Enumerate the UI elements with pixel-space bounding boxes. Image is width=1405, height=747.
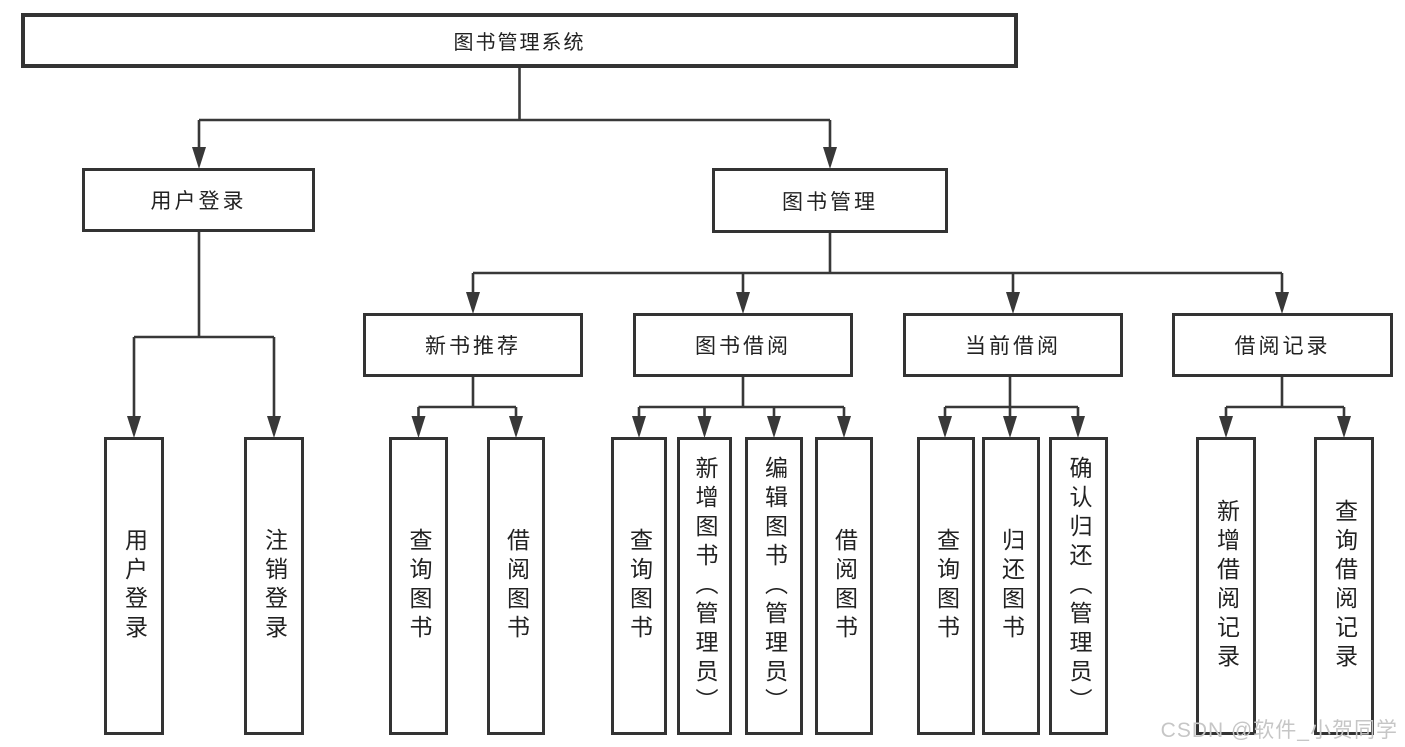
node-label: 图书借阅: [695, 335, 791, 358]
leaf-add-books-admin: 新增图书（管理员）: [677, 437, 732, 735]
node-label: 查询借阅记录: [1331, 499, 1358, 673]
node-label: 借阅图书: [503, 528, 530, 644]
leaf-user-login: 用户登录: [104, 437, 164, 735]
node-label: 图书管理系统: [453, 32, 586, 54]
node-label: 用户登录: [150, 190, 247, 213]
connector-new-book-branch: [417, 377, 518, 420]
node-label: 借阅记录: [1234, 335, 1331, 358]
node-book-management: 图书管理: [712, 168, 948, 233]
leaf-return-books: 归还图书: [982, 437, 1040, 735]
arrow-down-icon: [1006, 292, 1020, 314]
node-label: 查询图书: [933, 528, 960, 644]
node-label: 图书管理: [782, 190, 878, 214]
arrow-down-icon: [1337, 416, 1351, 438]
arrow-down-icon: [823, 147, 837, 169]
arrow-down-icon: [466, 292, 480, 314]
connector-records-branch: [1224, 377, 1346, 420]
connector-user-login-branch: [132, 232, 276, 420]
arrow-down-icon: [1071, 416, 1085, 438]
leaf-logout: 注销登录: [244, 437, 304, 735]
arrow-down-icon: [1003, 416, 1017, 438]
arrow-down-icon: [127, 416, 141, 438]
node-user-login-group: 用户登录: [82, 168, 315, 232]
arrowheads: [127, 147, 1351, 438]
node-label: 查询图书: [626, 528, 653, 644]
arrow-down-icon: [267, 416, 281, 438]
leaf-borrow-books-recommend: 借阅图书: [487, 437, 545, 735]
arrow-down-icon: [837, 416, 851, 438]
node-label: 新增借阅记录: [1213, 499, 1240, 673]
leaf-query-books-borrowing: 查询图书: [611, 437, 667, 735]
node-label: 编辑图书（管理员）: [761, 455, 788, 717]
leaf-add-borrow-record: 新增借阅记录: [1196, 437, 1256, 735]
arrow-down-icon: [632, 416, 646, 438]
connector-root-branch: [197, 68, 832, 151]
node-library-system: 图书管理系统: [21, 13, 1018, 68]
node-label: 查询图书: [406, 528, 432, 644]
node-label: 归还图书: [998, 528, 1025, 644]
arrow-down-icon: [1275, 292, 1289, 314]
node-label: 注销登录: [261, 528, 288, 644]
node-current-borrowing: 当前借阅: [903, 313, 1123, 377]
arrow-down-icon: [767, 416, 781, 438]
node-new-book-recommend: 新书推荐: [363, 313, 583, 377]
node-borrow-records: 借阅记录: [1172, 313, 1393, 377]
arrow-down-icon: [411, 416, 426, 438]
node-label: 新书推荐: [425, 335, 521, 358]
connector-book-mgmt-branch: [471, 233, 1284, 296]
leaf-edit-books-admin: 编辑图书（管理员）: [745, 437, 803, 735]
arrow-down-icon: [509, 416, 523, 438]
connector-borrow-branch: [637, 377, 846, 420]
csdn-watermark: CSDN @软件_小贺同学: [1160, 719, 1398, 742]
node-label: 借阅图书: [831, 528, 858, 644]
leaf-query-books-current: 查询图书: [917, 437, 975, 735]
arrow-down-icon: [736, 292, 750, 314]
arrow-down-icon: [697, 416, 712, 438]
arrow-down-icon: [1219, 416, 1233, 438]
leaf-borrow-books: 借阅图书: [815, 437, 873, 735]
arrow-down-icon: [192, 147, 206, 169]
node-label: 当前借阅: [965, 335, 1061, 358]
leaf-query-books-recommend: 查询图书: [389, 437, 448, 735]
leaf-confirm-return-admin: 确认归还（管理员）: [1049, 437, 1108, 735]
arrow-down-icon: [938, 416, 952, 438]
node-label: 用户登录: [121, 528, 148, 644]
leaf-query-borrow-record: 查询借阅记录: [1314, 437, 1374, 735]
node-label: 新增图书（管理员）: [692, 455, 718, 717]
node-book-borrowing: 图书借阅: [633, 313, 853, 377]
connector-current-branch: [943, 377, 1080, 420]
node-label: 确认归还（管理员）: [1066, 455, 1092, 717]
